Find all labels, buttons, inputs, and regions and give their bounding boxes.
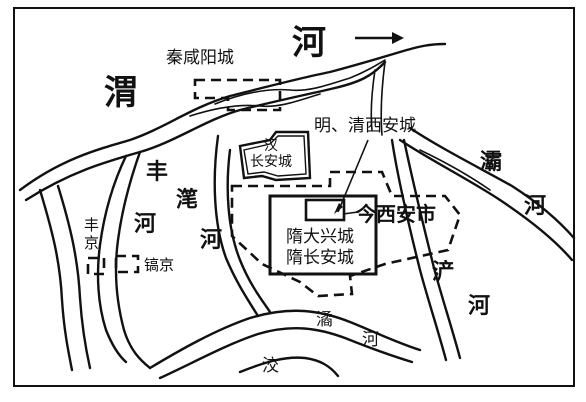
ba-river-inner: [419, 149, 491, 191]
label-xiao-he: 河: [362, 330, 379, 350]
jue-river-2: [213, 134, 260, 318]
label-ba-he: 河: [524, 194, 547, 219]
tributary-north-2: [380, 61, 386, 136]
haojing-boundary: [114, 254, 140, 274]
ming-qing-pointer-arrow: [334, 203, 343, 214]
label-feng: 丰: [146, 160, 169, 185]
label-han-changan: 汉 长安城: [250, 138, 292, 171]
ming-qing-xian-wall: [304, 198, 346, 222]
sui-changan-wall: [268, 194, 378, 276]
label-haojing: 镐京: [144, 256, 175, 274]
tributary-north: [370, 69, 376, 131]
han-changan-wall: [238, 130, 312, 182]
jue-river: [226, 148, 272, 314]
han-changan-wall-inner: [243, 135, 307, 177]
feng-river-east-bank: [114, 150, 152, 370]
ming-qing-pointer: [337, 139, 369, 213]
label-sui-daxing: 隋大兴城: [286, 227, 354, 247]
fengjing-stream-1: [38, 188, 74, 372]
feng-river-west-bank: [96, 154, 128, 364]
label-ba: 灞: [480, 150, 503, 175]
wei-river-inner-channel: [214, 59, 386, 105]
label-bottom: 洨: [262, 356, 279, 376]
label-jue: 滗: [176, 188, 199, 213]
label-sui-changan: 隋长安城: [286, 248, 354, 268]
fengjing-boundary: [86, 256, 106, 276]
chan-river-west: [390, 138, 448, 362]
label-fengjing: 丰 京: [84, 216, 100, 252]
label-ming-qing: 明、清西安城: [314, 116, 416, 136]
label-chan-he: 河: [468, 294, 491, 319]
label-chan: 浐: [432, 260, 455, 285]
fengjing-stream-2: [56, 184, 92, 370]
label-qin-xianyang: 秦咸阳城: [166, 48, 234, 68]
label-feng-he: 河: [134, 212, 157, 237]
label-xiao: 潏: [316, 310, 333, 330]
xiao-river-north: [148, 309, 422, 370]
ba-river-east: [408, 126, 576, 240]
label-he-top: 河: [292, 23, 328, 63]
ba-river-west: [398, 138, 574, 262]
wei-river-north-bank: [18, 42, 447, 192]
chan-river-east: [402, 138, 462, 360]
label-wei-river: 渭: [104, 73, 140, 113]
label-modern-xian: 今西安市: [356, 202, 436, 226]
bottom-river: [238, 356, 340, 378]
map-frame: [13, 7, 575, 387]
qin-xianyang-boundary: [193, 78, 282, 112]
wei-river-inner-channel-2: [189, 93, 321, 117]
label-jue-he: 河: [200, 228, 223, 253]
wei-river-south-bank: [24, 60, 387, 202]
flow-arrow-head: [392, 32, 404, 44]
modern-xian-pointer: [342, 211, 359, 215]
xiao-river-south: [158, 327, 414, 380]
